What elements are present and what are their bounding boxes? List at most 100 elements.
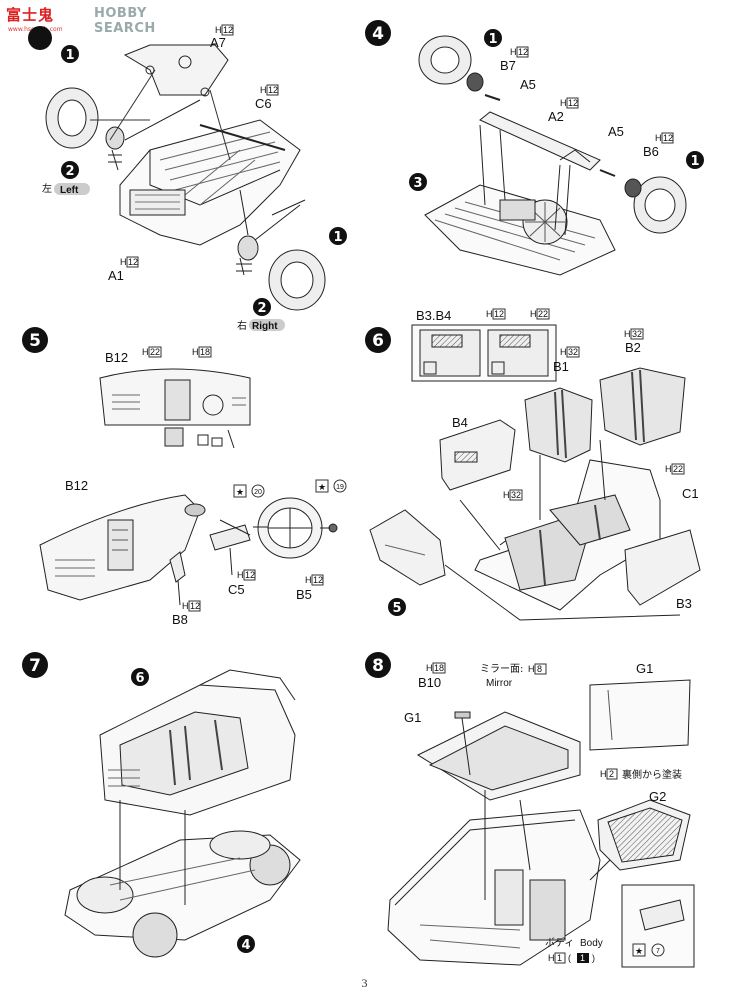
part-label-a5-right: A5 (608, 124, 624, 139)
paint-code-b10: H 18 (426, 662, 446, 674)
callout-5: 5 (388, 598, 406, 616)
part-label-g2: G2 (649, 789, 666, 804)
svg-text:Body: Body (580, 938, 603, 949)
step-number-8: 8 (365, 652, 391, 678)
paint-code-b1: H 32 (560, 346, 580, 358)
page-number: 3 (361, 976, 368, 990)
svg-text:H: H (530, 309, 537, 319)
paint-code-inset-a: H 12 (486, 308, 506, 320)
part-label-a5-top: A5 (520, 77, 536, 92)
paint-code-b5: H 12 (305, 574, 324, 586)
svg-text:H: H (215, 25, 222, 35)
step-number-4: 4 (365, 20, 391, 46)
svg-text:H: H (548, 953, 555, 963)
svg-text:Left: Left (60, 185, 79, 196)
svg-text:6: 6 (372, 331, 384, 351)
svg-text:★: ★ (635, 946, 643, 956)
svg-text:H: H (503, 490, 510, 500)
svg-text:(: ( (568, 953, 571, 963)
step-3 (28, 26, 326, 311)
svg-text:): ) (592, 953, 595, 963)
svg-text:2: 2 (257, 301, 266, 316)
svg-text:1: 1 (488, 32, 497, 47)
svg-text:7: 7 (29, 656, 41, 676)
star-paint-7: ★ 7 (632, 943, 665, 957)
svg-text:★: ★ (236, 487, 244, 497)
step5-labels: B12 H 22 H 18 B12 ★ 20 ★ 19 H 12 (65, 346, 347, 627)
svg-text:H: H (486, 309, 493, 319)
paint-code-a1: H 12 (120, 256, 139, 268)
callout-2-left: 2 (61, 161, 79, 179)
paint-code-b2: H 32 (624, 328, 644, 340)
svg-text:H: H (560, 98, 567, 108)
svg-text:Mirror: Mirror (486, 678, 513, 689)
svg-text:H: H (624, 329, 631, 339)
callout-1-wheel-b: 1 (686, 151, 704, 169)
svg-text:12: 12 (494, 309, 504, 319)
star-paint-19: ★ 19 (315, 479, 347, 493)
step3-labels: H 12 A7 H 12 C6 H 12 A1 1 2 左 Left (42, 24, 347, 332)
svg-text:H: H (426, 663, 433, 673)
paint-code-b8: H 12 (182, 600, 201, 612)
part-label-b1: B1 (553, 359, 569, 374)
svg-text:H: H (560, 347, 567, 357)
step4-labels: 1 H 12 B7 A5 H 12 A2 A5 H 12 B6 1 3 (409, 29, 704, 191)
callout-3: 3 (409, 173, 427, 191)
svg-text:22: 22 (538, 309, 548, 319)
svg-text:12: 12 (663, 133, 673, 143)
part-label-b8: B8 (172, 612, 188, 627)
svg-text:22: 22 (150, 347, 160, 357)
svg-text:8: 8 (537, 664, 542, 674)
svg-text:7: 7 (656, 948, 660, 955)
paint-code-b12-b: H 18 (192, 346, 212, 358)
mirror-note: ミラー面: H 8 Mirror (480, 663, 547, 689)
svg-text:18: 18 (200, 347, 210, 357)
part-label-a2: A2 (548, 109, 564, 124)
part-label-b2: B2 (625, 340, 641, 355)
step6-labels: B3.B4 H 12 H 22 H 32 B2 H 32 B1 B4 H 22 (388, 308, 699, 616)
svg-text:ミラー面:: ミラー面: (480, 663, 523, 675)
svg-text:12: 12 (568, 98, 578, 108)
callout-1-right: 1 (329, 227, 347, 245)
svg-text:H: H (528, 664, 535, 674)
svg-text:H: H (142, 347, 149, 357)
part-label-c1: C1 (682, 486, 699, 501)
svg-text:1: 1 (65, 48, 74, 63)
paint-code-a2: H 12 (560, 97, 579, 109)
svg-text:20: 20 (254, 489, 262, 496)
callout-6: 6 (131, 668, 149, 686)
svg-text:H: H (600, 769, 607, 779)
inset-label-b3-b4: B3.B4 (416, 308, 451, 323)
callout-1-wheel-a: 1 (484, 29, 502, 47)
svg-text:32: 32 (511, 490, 521, 500)
step8-labels: H 18 B10 ミラー面: H 8 Mirror G1 G1 H 2 裏側から… (404, 661, 682, 964)
step-8 (387, 679, 695, 968)
part-label-c5: C5 (228, 582, 245, 597)
callout-1-left: 1 (61, 45, 79, 63)
svg-text:1: 1 (333, 230, 342, 245)
svg-text:裏側から塗装: 裏側から塗装 (622, 768, 682, 781)
step-5 (39, 368, 338, 606)
paint-code-c5: H 12 (237, 569, 256, 581)
paint-code-c6: H 12 (260, 84, 279, 96)
svg-text:4: 4 (241, 938, 250, 953)
step-number-6: 6 (365, 327, 391, 353)
paint-code-b7: H 12 (510, 46, 529, 58)
part-label-b4: B4 (452, 415, 468, 430)
svg-text:8: 8 (372, 656, 384, 676)
svg-text:H: H (510, 47, 517, 57)
svg-text:ボディ: ボディ (545, 936, 574, 949)
paint-code-floor: H 32 (503, 489, 523, 501)
svg-text:Right: Right (252, 321, 278, 332)
step7-labels: 6 4 (131, 668, 255, 953)
callout-2-right: 2 (253, 298, 271, 316)
svg-text:H: H (305, 575, 312, 585)
callout-4: 4 (237, 935, 255, 953)
svg-text:左: 左 (42, 182, 52, 195)
svg-text:22: 22 (673, 464, 683, 474)
part-label-g1-b: G1 (636, 661, 653, 676)
paint-code-b12-a: H 22 (142, 346, 162, 358)
step-number-7: 7 (22, 652, 48, 678)
svg-text:3: 3 (413, 176, 422, 191)
